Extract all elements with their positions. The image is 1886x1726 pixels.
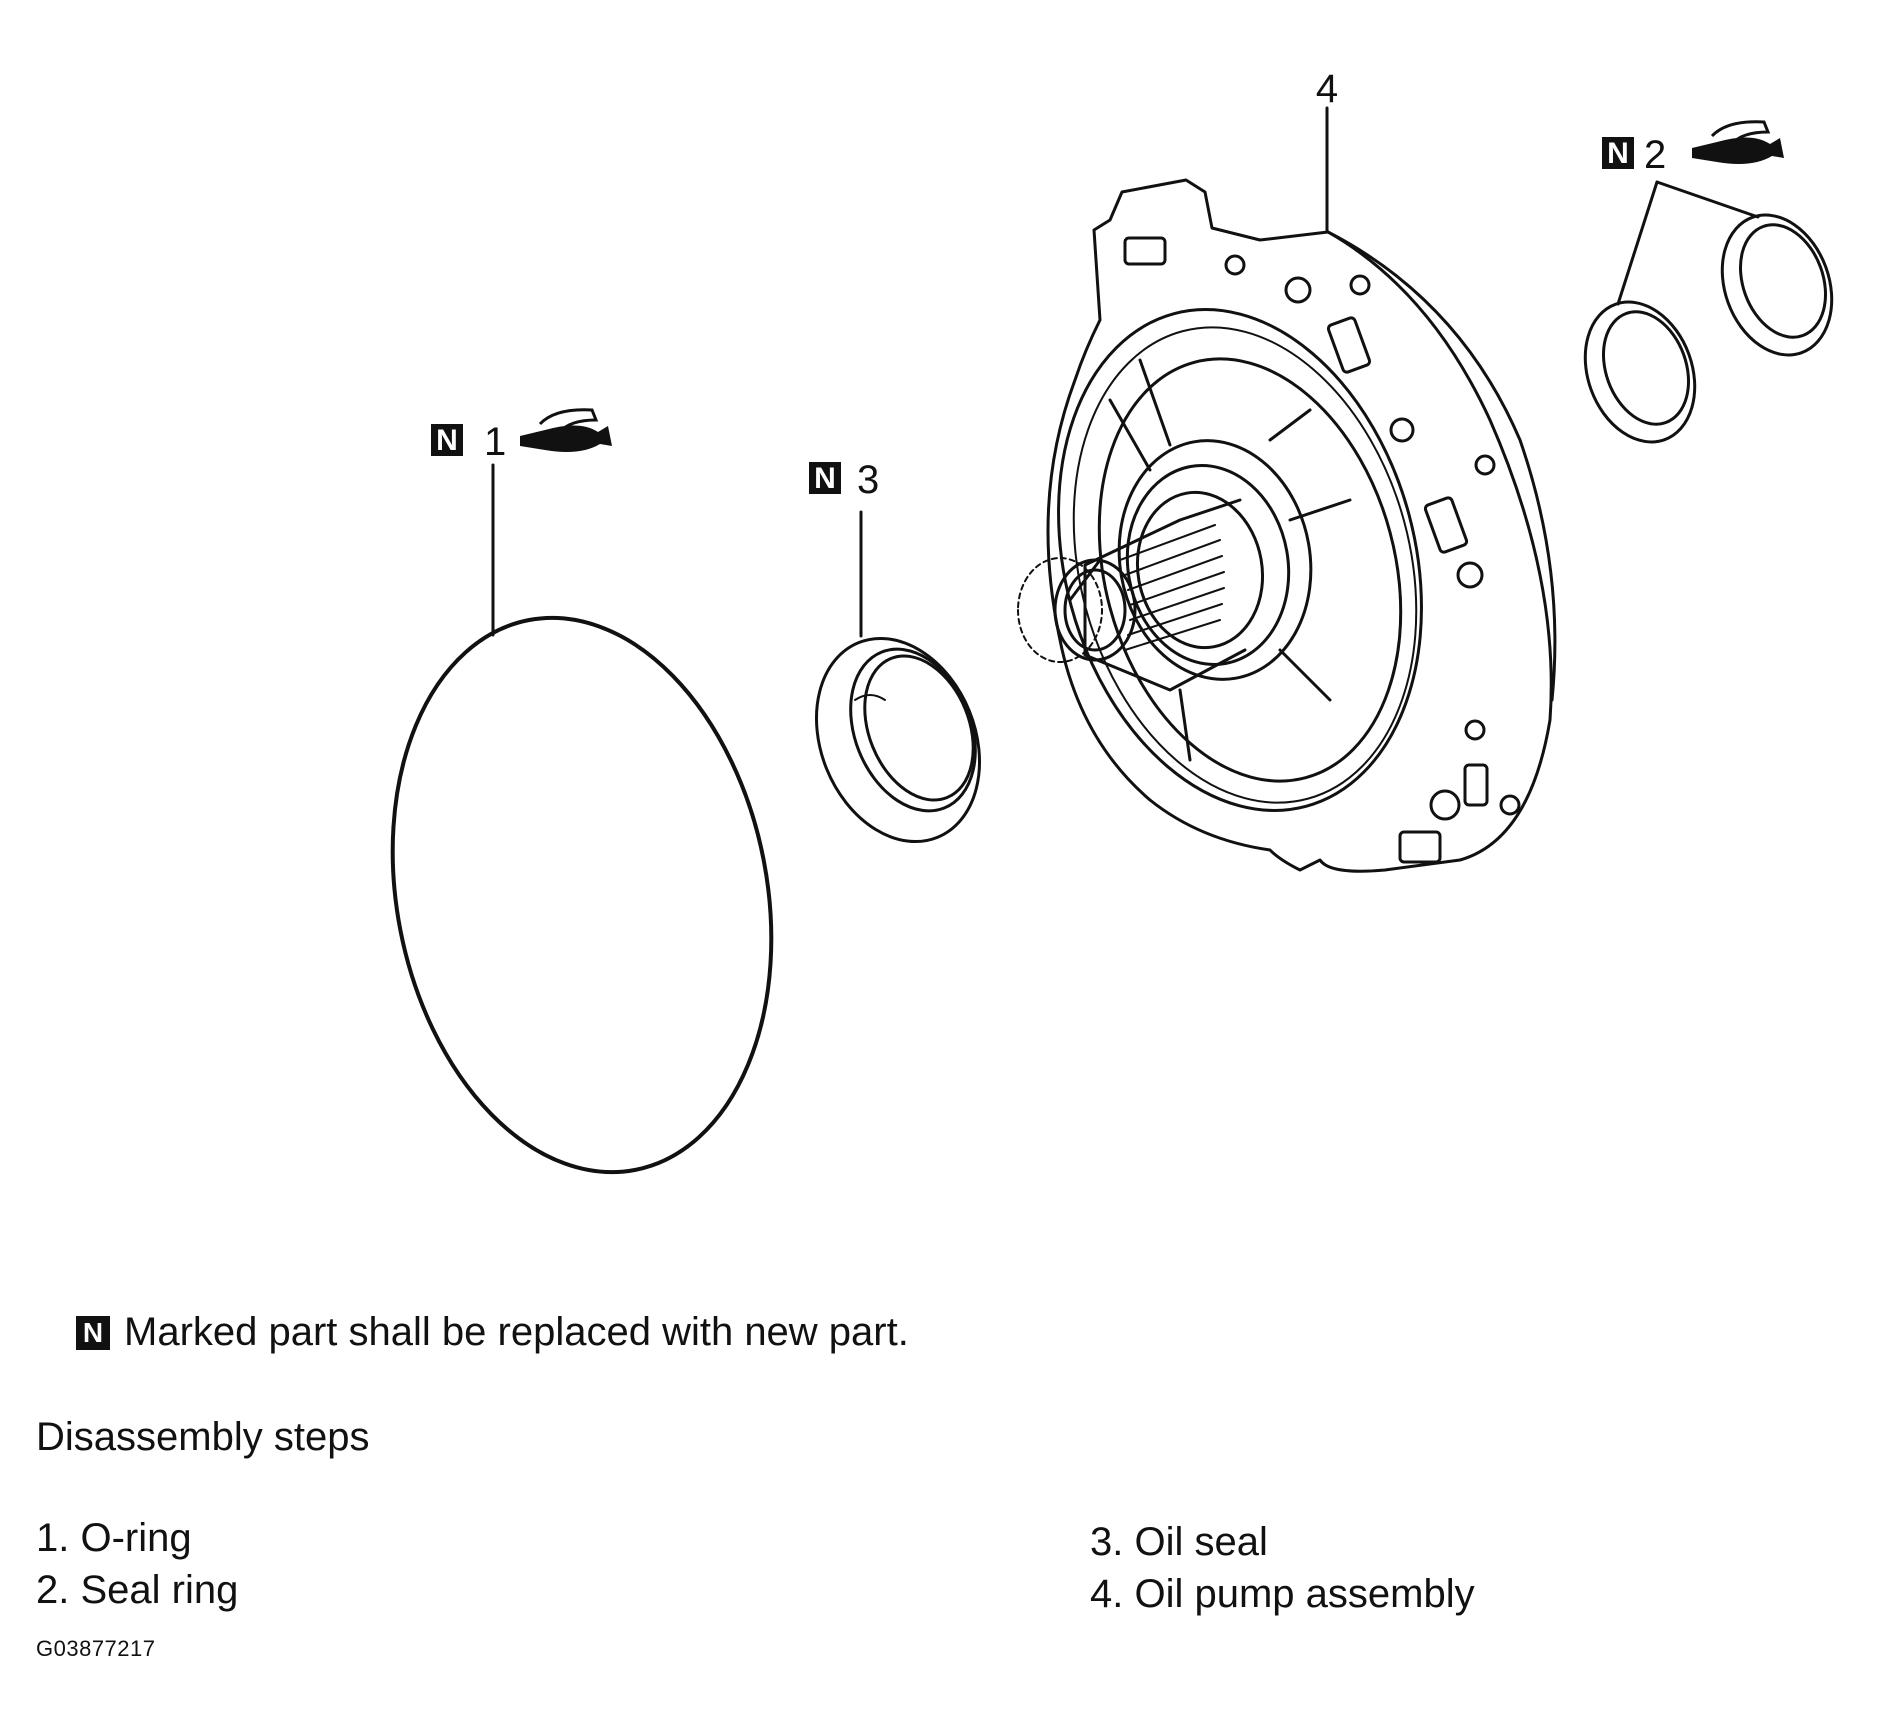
callout-number-4: 4	[1316, 67, 1338, 111]
leader-line-2b	[1655, 180, 1760, 219]
oil-pump-assembly-part	[1017, 106, 1557, 873]
n-badge-letter: N	[814, 462, 836, 495]
oil-can-icon	[520, 408, 612, 452]
figure-id: G03877217	[36, 1636, 156, 1661]
callout-3: N 3	[809, 458, 879, 502]
oil-seal-part	[814, 510, 982, 844]
n-square-icon	[1602, 137, 1634, 169]
step-item: 1. O-ring	[36, 1516, 192, 1560]
callout-number-2: 2	[1644, 133, 1666, 177]
callout-number-3: 3	[857, 458, 879, 502]
steps-list-right: 3. Oil seal 4. Oil pump assembly	[1090, 1516, 1475, 1620]
step-item: 4. Oil pump assembly	[1090, 1572, 1475, 1616]
callout-1: N 1	[431, 408, 612, 464]
steps-list-left: 1. O-ring 2. Seal ring	[36, 1512, 238, 1616]
n-square-icon	[809, 462, 841, 494]
callout-number-1: 1	[484, 420, 506, 464]
n-badge-letter: N	[436, 424, 458, 457]
step-item: 2. Seal ring	[36, 1568, 239, 1612]
new-part-legend: N Marked part shall be replaced with new…	[76, 1310, 909, 1355]
leader-line-2a	[1616, 180, 1659, 306]
o-ring-part	[390, 463, 774, 1175]
legend-text: Marked part shall be replaced with new p…	[124, 1310, 909, 1354]
seal-rings-part	[1583, 180, 1834, 444]
n-square-icon: N	[76, 1315, 110, 1350]
callout-2: N 2	[1602, 120, 1784, 177]
oil-can-icon	[1692, 120, 1784, 164]
n-square-icon	[431, 424, 463, 456]
step-item: 3. Oil seal	[1090, 1520, 1268, 1564]
callout-4: 4	[1316, 67, 1338, 111]
section-title: Disassembly steps	[36, 1415, 370, 1459]
n-badge-letter: N	[1607, 137, 1629, 170]
